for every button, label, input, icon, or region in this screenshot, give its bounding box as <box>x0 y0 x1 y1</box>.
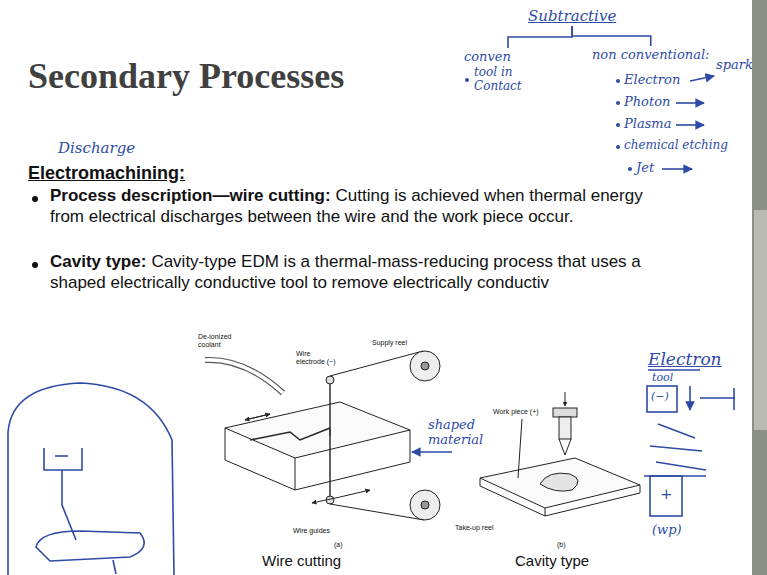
figure-label: Wire electrode (−) <box>296 350 336 366</box>
tree-branch <box>508 26 572 48</box>
cavity-figure <box>480 392 640 516</box>
hand-list-item: Photon <box>624 95 670 110</box>
edge-strip <box>752 0 767 575</box>
hand-tree-text: Subtractive <box>528 7 616 25</box>
edge-strip-light <box>754 210 767 430</box>
figure-letter: (a) <box>334 541 343 549</box>
bullet <box>32 196 38 202</box>
slide-title: Secondary Processes <box>28 56 344 97</box>
hand-tree-node: non conventional: <box>590 46 711 64</box>
hand-note: Discharge <box>58 140 135 157</box>
tree-branch <box>572 26 651 46</box>
bullet <box>32 262 38 268</box>
bullet-lead: Cavity type: <box>50 252 146 271</box>
figure-caption: Wire cutting <box>262 552 341 569</box>
hand-note: spark <box>716 58 753 73</box>
hand-note: (−) <box>651 391 669 404</box>
figure-label: De-ionized coolant <box>198 333 248 349</box>
hand-note: + <box>660 486 673 503</box>
hand-list-item: chemical etching <box>624 139 728 153</box>
hand-tree-node: Subtractive <box>526 6 618 26</box>
hand-sketch-left <box>8 383 174 575</box>
hand-list-item: Electron <box>624 73 680 88</box>
hand-note: Electron <box>648 350 722 370</box>
figure-label: Work piece (+) <box>493 408 539 416</box>
wire-cutting-figure <box>205 351 440 520</box>
bullet-paragraph: Process description—wire cutting:Cutting… <box>50 186 650 227</box>
section-heading: Electromachining: <box>28 163 185 184</box>
hand-note: (wp) <box>652 523 682 538</box>
hand-list-item: Jet <box>636 161 654 176</box>
hand-tree-node: conventool in Contact <box>462 48 554 94</box>
figure-caption: Cavity type <box>515 552 589 569</box>
hand-note: shaped material <box>428 418 490 448</box>
hand-note: tool <box>652 372 673 385</box>
hand-arrow <box>412 451 452 453</box>
figure-letter: (b) <box>557 541 566 549</box>
hand-sketch-right <box>644 370 735 516</box>
hand-list-item: Plasma <box>624 117 671 132</box>
bullet-lead: Process description—wire cutting: <box>50 186 331 205</box>
figure-label: Supply reel <box>372 339 407 347</box>
hand-tree-text: non conventional: <box>592 47 709 63</box>
figure-label: Wire guides <box>293 527 330 535</box>
hand-tree-text: conven <box>464 49 552 65</box>
figure-label: Take-up reel <box>455 524 494 532</box>
hand-tree-text: tool in Contact <box>464 65 552 94</box>
bullet-paragraph: Cavity type:Cavity-type EDM is a thermal… <box>50 252 650 293</box>
